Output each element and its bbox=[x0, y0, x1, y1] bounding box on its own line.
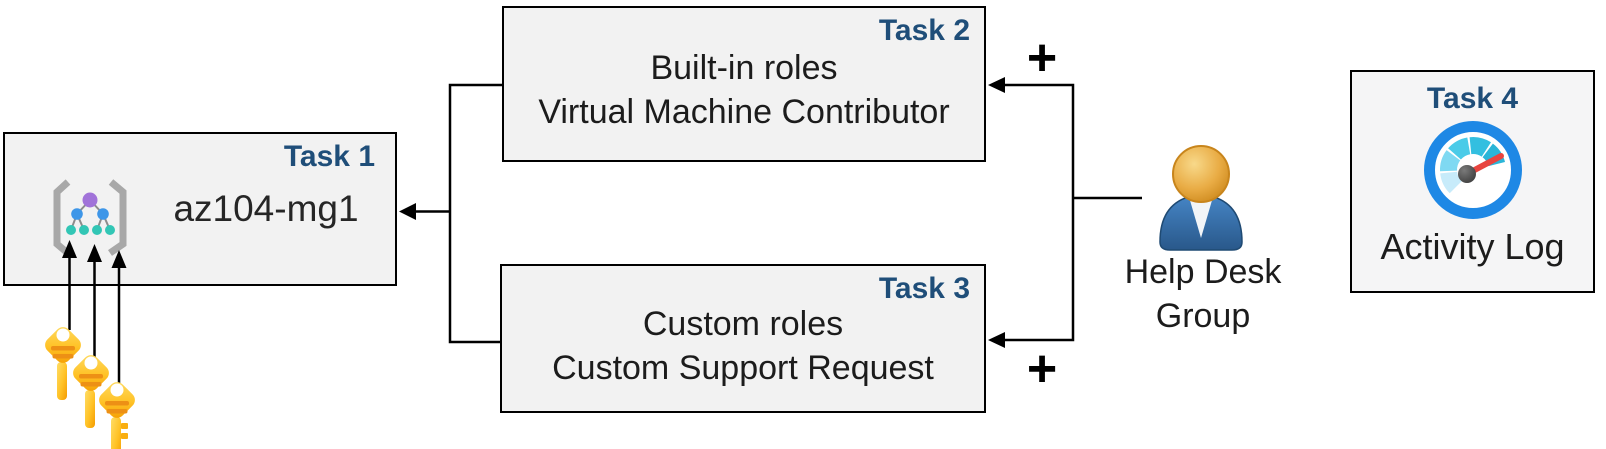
management-group-icon bbox=[53, 179, 127, 258]
keys-icon bbox=[45, 327, 135, 449]
connector-left-branch bbox=[412, 83, 502, 344]
task2-box: Task 2 Built-in roles Virtual Machine Co… bbox=[502, 6, 986, 162]
person-icon bbox=[1159, 145, 1243, 251]
task2-text: Built-in roles Virtual Machine Contribut… bbox=[504, 8, 984, 160]
task3-label: Task 3 bbox=[878, 272, 970, 305]
task3-line1: Custom roles bbox=[642, 304, 844, 343]
help-desk-group-caption-line1: Help Desk bbox=[1124, 253, 1282, 291]
task2-label: Task 2 bbox=[878, 14, 970, 47]
task3-text: Custom roles Custom Support Request bbox=[502, 266, 984, 411]
task4-label: Task 4 bbox=[1426, 82, 1519, 115]
task3-line2: Custom Support Request bbox=[552, 348, 934, 387]
management-group-name: az104-mg1 bbox=[173, 188, 359, 229]
help-desk-group-caption-line2: Group bbox=[1155, 297, 1251, 335]
arrowhead-into-task3 bbox=[988, 332, 1005, 348]
task3-box: Task 3 Custom roles Custom Support Reque… bbox=[500, 264, 986, 413]
gauge-icon bbox=[1423, 121, 1522, 219]
task4-box: Task 4 Activity Log bbox=[1350, 70, 1595, 293]
key-icon bbox=[45, 327, 81, 400]
plus-task2: + bbox=[1026, 29, 1058, 87]
arrowhead-into-task1 bbox=[399, 203, 416, 220]
task4-caption: Activity Log bbox=[1380, 226, 1565, 267]
task1-box: Task 1 az104-mg1 bbox=[3, 132, 397, 286]
key-icon bbox=[99, 382, 135, 449]
task2-line2: Virtual Machine Contributor bbox=[538, 93, 950, 131]
arrowhead-into-task2 bbox=[988, 77, 1005, 93]
key-icon bbox=[73, 355, 109, 428]
plus-task3: + bbox=[1026, 340, 1058, 398]
task1-label: Task 1 bbox=[283, 140, 375, 173]
task2-line1: Built-in roles bbox=[650, 49, 838, 87]
